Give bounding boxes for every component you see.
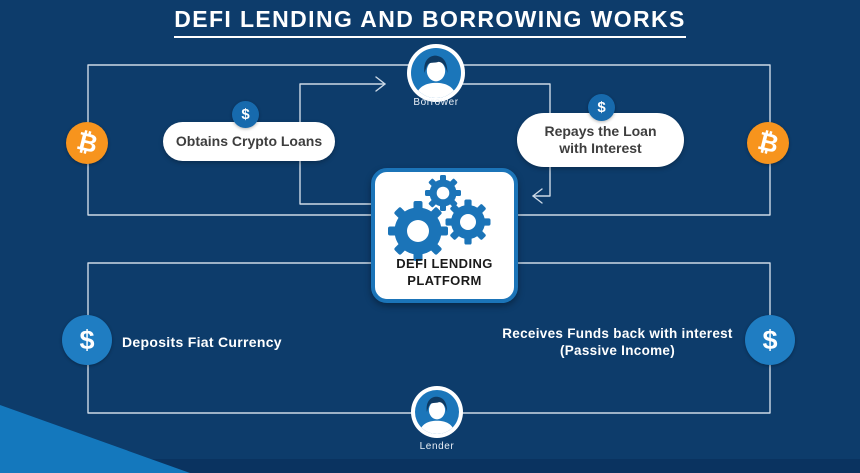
deposits-fiat-currency-label: Deposits Fiat Currency bbox=[122, 334, 282, 350]
repays-loan-line1: Repays the Loan bbox=[544, 122, 657, 139]
dollar-coin-icon: $ bbox=[745, 315, 795, 365]
dollar-symbol: $ bbox=[241, 106, 250, 123]
lender-avatar bbox=[411, 386, 463, 438]
footer-strip bbox=[0, 459, 860, 473]
dollar-coin-icon: $ bbox=[588, 94, 615, 121]
repays-loan-pill: Repays the Loan with Interest bbox=[517, 113, 684, 167]
dollar-symbol: $ bbox=[79, 324, 95, 355]
gears-icon bbox=[388, 175, 491, 261]
dollar-coin-icon: $ bbox=[232, 101, 259, 128]
receives-funds-label: Receives Funds back with interest (Passi… bbox=[475, 326, 760, 360]
platform-line1: DEFI LENDING bbox=[396, 256, 493, 272]
platform-line2: PLATFORM bbox=[407, 273, 482, 289]
page-title: DEFI LENDING AND BORROWING WORKS bbox=[174, 6, 686, 38]
borrower-avatar bbox=[407, 44, 465, 102]
arrow-right-icon bbox=[375, 76, 386, 92]
dollar-symbol: $ bbox=[762, 324, 778, 355]
person-icon bbox=[411, 48, 461, 98]
lender-label: Lender bbox=[419, 441, 455, 452]
bitcoin-icon: ₿ bbox=[747, 122, 789, 164]
repays-loan-line2: with Interest bbox=[559, 140, 642, 156]
bitcoin-icon: ₿ bbox=[66, 122, 108, 164]
defi-lending-platform-box: DEFI LENDING PLATFORM bbox=[371, 168, 518, 303]
borrower-label: Borrower bbox=[413, 97, 459, 108]
bitcoin-symbol: ₿ bbox=[754, 125, 782, 160]
corner-triangle-decoration bbox=[0, 405, 190, 473]
receives-funds-line1: Receives Funds back with interest bbox=[502, 326, 733, 341]
person-icon bbox=[415, 390, 459, 434]
platform-label: DEFI LENDING PLATFORM bbox=[375, 256, 514, 290]
dollar-coin-icon: $ bbox=[62, 315, 112, 365]
bitcoin-symbol: ₿ bbox=[73, 125, 101, 160]
repays-loan-label: Repays the Loan with Interest bbox=[544, 123, 656, 158]
arrow-left-icon bbox=[532, 188, 543, 204]
dollar-symbol: $ bbox=[597, 99, 606, 116]
obtains-crypto-loans-pill: Obtains Crypto Loans bbox=[163, 122, 335, 161]
receives-funds-line2: (Passive Income) bbox=[559, 342, 676, 358]
obtains-crypto-loans-label: Obtains Crypto Loans bbox=[175, 132, 323, 149]
title-bar: DEFI LENDING AND BORROWING WORKS bbox=[0, 6, 860, 38]
